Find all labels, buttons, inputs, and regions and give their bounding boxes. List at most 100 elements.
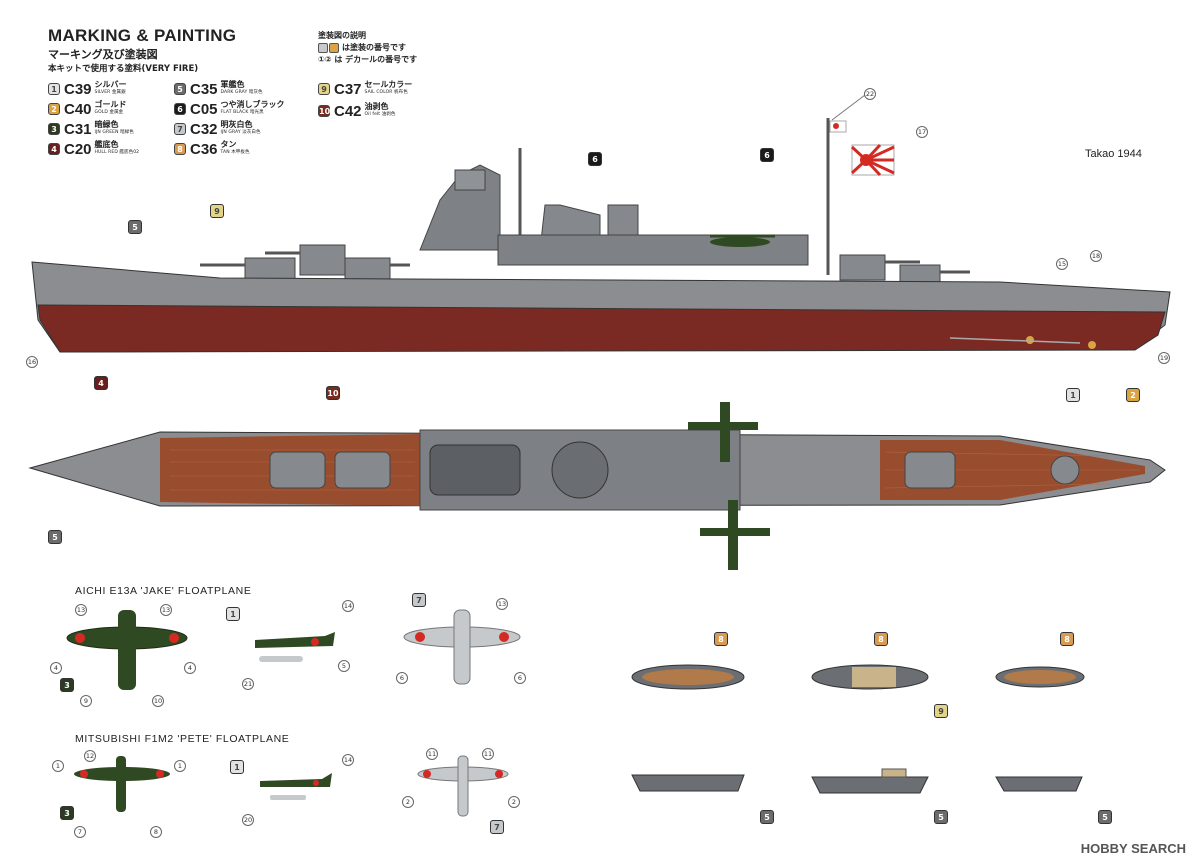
- paint-badge: 4: [94, 376, 108, 390]
- decal-callout: 8: [150, 826, 162, 838]
- paint-badge: 9: [934, 704, 948, 718]
- decal-callout: 20: [242, 814, 254, 826]
- paint-name-en: GOLD 金属金: [94, 110, 124, 115]
- decal-callout: 16: [26, 356, 38, 368]
- decal-callout: 4: [184, 662, 196, 674]
- decal-callout: 13: [75, 604, 87, 616]
- paint-code: C39: [64, 80, 92, 98]
- decal-callout: 18: [1090, 250, 1102, 262]
- paint-code: C31: [64, 120, 92, 138]
- decal-callout: 9: [80, 695, 92, 707]
- decal-callout: 11: [482, 748, 494, 760]
- paint-badge: 5: [1098, 810, 1112, 824]
- paint-code: C37: [334, 80, 362, 98]
- paint-badge: 8: [874, 632, 888, 646]
- decal-callout: 1: [52, 760, 64, 772]
- paint-code: C32: [190, 120, 218, 138]
- decal-callout: 11: [426, 748, 438, 760]
- paint-code: C42: [334, 102, 362, 120]
- decal-callout: 14: [342, 754, 354, 766]
- decal-callout: 4: [50, 662, 62, 674]
- paint-name-jp: つや消しブラック: [220, 100, 285, 109]
- paint-name-en: IJN GRAY 淡灰白色: [220, 130, 261, 135]
- decal-number-icon: ①②: [318, 55, 332, 64]
- paint-name-en: HULL RED 艦底色02: [94, 150, 140, 155]
- paint-code: C20: [64, 140, 92, 158]
- boats-top-views: [631, 664, 1085, 690]
- paint-name-en: Oil felt 油剥色: [364, 112, 396, 117]
- paint-swatch: 5: [174, 83, 186, 95]
- catapult-floatplane: [700, 500, 770, 570]
- paint-code: C36: [190, 140, 218, 158]
- paint-name-jp: シルバー: [94, 80, 127, 89]
- jake-top-view: [66, 610, 188, 690]
- paint-badge: 6: [588, 152, 602, 166]
- decal-callout: 10: [152, 695, 164, 707]
- decal-callout: 19: [1158, 352, 1170, 364]
- decal-callout: 2: [508, 796, 520, 808]
- decal-callout: 6: [396, 672, 408, 684]
- paint-swatch: 1: [48, 83, 60, 95]
- paint-swatch: 9: [318, 83, 330, 95]
- paint-name-jp: タン: [220, 140, 237, 149]
- paint-name-jp: 軍艦色: [220, 80, 245, 89]
- watermark: HOBBY SEARCH: [1080, 841, 1186, 856]
- paint-badge: 8: [714, 632, 728, 646]
- pete-top-view: [74, 756, 170, 812]
- pete-side-view: [260, 773, 332, 800]
- legend-explanation: 塗装図の説明 は塗装の番号です ①② は デカールの番号です: [318, 30, 417, 66]
- paint-badge: 5: [760, 810, 774, 824]
- paint-name-en: DARK GRAY 暗灰色: [220, 90, 263, 95]
- paint-note: 本キットで使用する塗料(VERY FIRE): [48, 64, 199, 74]
- paint-badge: 9: [210, 204, 224, 218]
- decal-callout: 21: [242, 678, 254, 690]
- paint-badge: 3: [60, 806, 74, 820]
- decal-callout: 5: [338, 660, 350, 672]
- paint-swatch: 6: [174, 103, 186, 115]
- paint-badge: 3: [60, 678, 74, 692]
- decal-callout: 6: [514, 672, 526, 684]
- paint-badge: 5: [934, 810, 948, 824]
- paint-code: C40: [64, 100, 92, 118]
- mast-flag: [829, 120, 847, 133]
- jake-title: AICHI E13A 'JAKE' FLOATPLANE: [75, 585, 252, 597]
- paint-name-en: TAN 木甲板色: [220, 150, 250, 155]
- ship-side-profile: [31, 94, 1171, 353]
- explanation-line1: は塗装の番号です: [342, 43, 406, 52]
- paint-swatch: 10: [318, 105, 331, 117]
- page-subtitle: マーキング及び塗装図: [48, 48, 158, 61]
- paint-name-jp: 暗緑色: [94, 120, 119, 129]
- paint-name-en: FLAT BLACK 暗光黒: [220, 110, 264, 115]
- paint-badge: 6: [760, 148, 774, 162]
- decal-callout: 13: [160, 604, 172, 616]
- paint-code: C35: [190, 80, 218, 98]
- paint-name-jp: 明灰白色: [220, 120, 253, 129]
- ship-top-view: [28, 402, 1166, 570]
- paint-swatch: 4: [48, 143, 60, 155]
- paint-name-jp: セールカラー: [364, 80, 413, 89]
- paint-name-jp: 艦底色: [94, 140, 119, 149]
- page-title: MARKING & PAINTING: [48, 26, 237, 45]
- paint-badge: 5: [48, 530, 62, 544]
- jake-bottom-view: [403, 609, 521, 685]
- paint-badge: 5: [128, 220, 142, 234]
- catapult-floatplane: [688, 402, 758, 462]
- decal-callout: 22: [864, 88, 876, 100]
- pete-title: MITSUBISHI F1M2 'PETE' FLOATPLANE: [75, 733, 290, 745]
- paint-badge: 7: [412, 593, 426, 607]
- paint-name-jp: ゴールド: [94, 100, 127, 109]
- decal-callout: 12: [84, 750, 96, 762]
- decal-callout: 17: [916, 126, 928, 138]
- decal-callout: 14: [342, 600, 354, 612]
- paint-number-icon: [329, 43, 339, 53]
- paint-badge: 1: [1066, 388, 1080, 402]
- decal-callout: 1: [174, 760, 186, 772]
- jake-side-view: [255, 632, 335, 662]
